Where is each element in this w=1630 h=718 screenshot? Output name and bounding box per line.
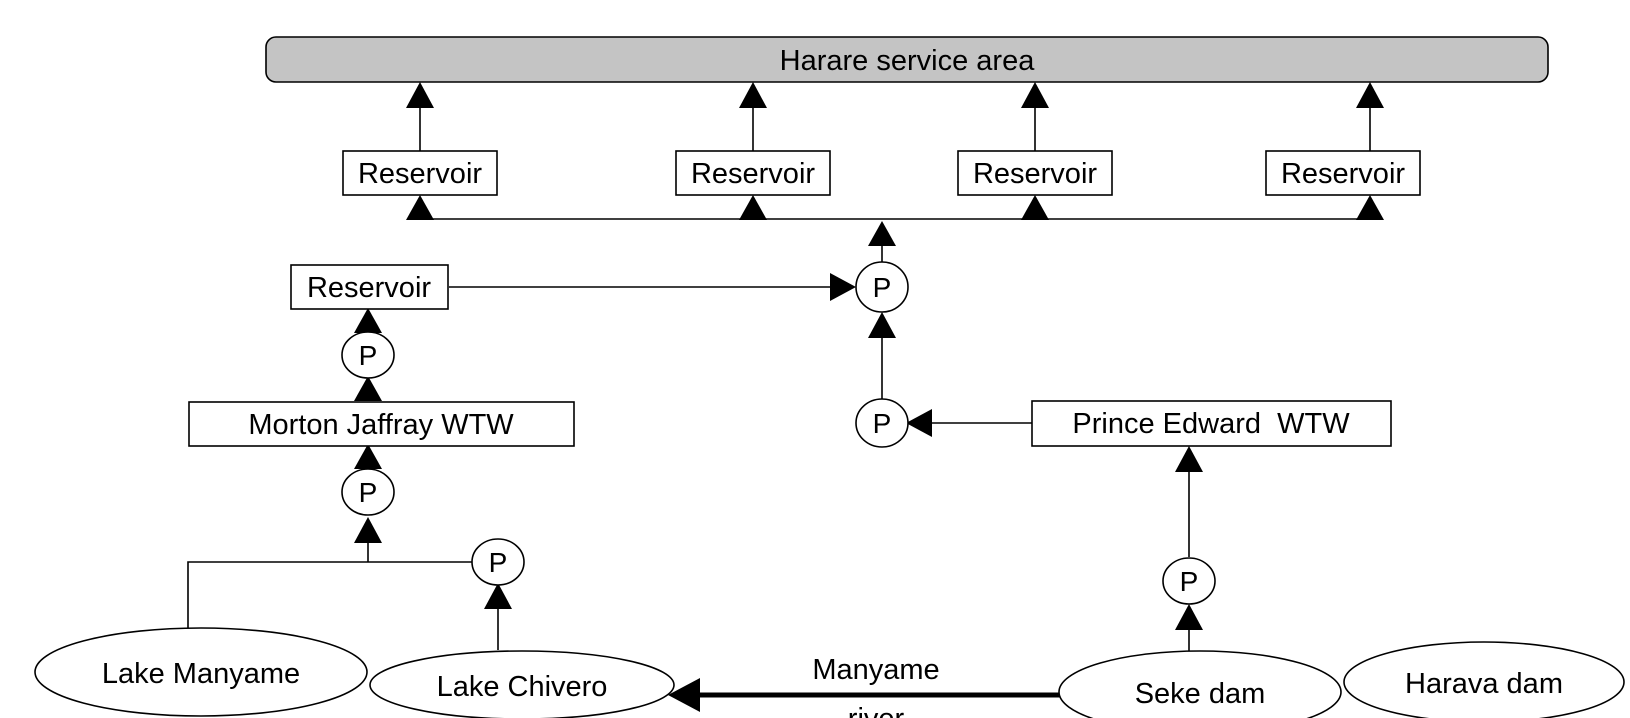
reservoir-label-3: Reservoir xyxy=(973,158,1097,190)
morton-jaffray-wtw-label: Morton Jaffray WTW xyxy=(248,409,514,441)
arrowhead-prince-edward-to-pump xyxy=(906,409,932,437)
pump-lower-central: P xyxy=(855,398,909,448)
lake-chivero-node xyxy=(369,650,675,718)
reservoir-label-1: Reservoir xyxy=(358,158,482,190)
harava-dam-node xyxy=(1343,641,1625,718)
arrowhead-pump-mj-to-r5 xyxy=(354,308,382,333)
harava-dam-label: Harava dam xyxy=(1405,668,1563,700)
reservoir-box-1 xyxy=(342,150,498,196)
reservoir-box-3 xyxy=(957,150,1113,196)
arrowhead-header-to-r3 xyxy=(1021,195,1049,220)
reservoir-box-4 xyxy=(1265,150,1421,196)
arrowhead-chivero-to-pump xyxy=(484,583,512,609)
arrowhead-r3-to-service xyxy=(1021,82,1049,108)
arrowhead-mj-to-pump xyxy=(354,376,382,401)
arrowhead-header-to-r2 xyxy=(739,195,767,220)
lake-manyame-label: Lake Manyame xyxy=(102,658,300,690)
service-area-label: Harare service area xyxy=(780,45,1036,77)
prince-edward-wtw-label: Prince Edward WTW xyxy=(1072,408,1350,440)
pump-label: P xyxy=(359,477,378,508)
arrowhead-pump-to-mj xyxy=(354,444,382,469)
lake-chivero-label: Lake Chivero xyxy=(437,671,608,703)
manyame-river-label-line2: river xyxy=(848,703,905,718)
reservoir-label-5: Reservoir xyxy=(307,272,431,304)
prince-edward-wtw-box xyxy=(1031,400,1392,447)
arrowhead-r2-to-service xyxy=(739,82,767,108)
lake-manyame-node xyxy=(34,627,368,717)
pump-label: P xyxy=(873,272,892,303)
arrowhead-r4-to-service xyxy=(1356,82,1384,108)
pump-morton-jaffray-lower: P xyxy=(341,468,395,516)
arrowhead-r1-to-service xyxy=(406,82,434,108)
arrowhead-river-to-chivero xyxy=(668,678,700,712)
arrowhead-lakes-to-pump xyxy=(354,517,382,543)
edge-lakes-collector xyxy=(187,561,472,628)
manyame-river-label-line1: Manyame xyxy=(812,654,939,686)
seke-dam-node xyxy=(1058,650,1342,718)
arrowhead-header-to-r4 xyxy=(1356,195,1384,220)
arrowhead-r5-to-pump xyxy=(830,273,856,301)
arrowhead-seke-to-pump xyxy=(1175,604,1203,630)
service-area-box xyxy=(265,36,1549,83)
reservoir-box-5 xyxy=(290,264,449,310)
reservoir-label-2: Reservoir xyxy=(691,158,815,190)
arrowhead-pump-lower-to-pump-center xyxy=(868,312,896,338)
reservoir-label-4: Reservoir xyxy=(1281,158,1405,190)
pump-label: P xyxy=(873,408,892,439)
pump-central: P xyxy=(855,261,909,313)
arrowhead-pump-to-header xyxy=(868,221,896,246)
arrowhead-header-to-r1 xyxy=(406,195,434,220)
pump-seke-dam: P xyxy=(1162,557,1216,605)
pump-label: P xyxy=(489,547,508,578)
seke-dam-label: Seke dam xyxy=(1135,678,1266,710)
pump-lake-chivero: P xyxy=(471,538,525,586)
arrowhead-pump-to-prince-edward xyxy=(1175,446,1203,472)
pump-morton-jaffray-upper: P xyxy=(341,331,395,379)
pump-label: P xyxy=(359,340,378,371)
morton-jaffray-wtw-box xyxy=(188,401,575,447)
reservoir-box-2 xyxy=(675,150,831,196)
pump-label: P xyxy=(1180,566,1199,597)
